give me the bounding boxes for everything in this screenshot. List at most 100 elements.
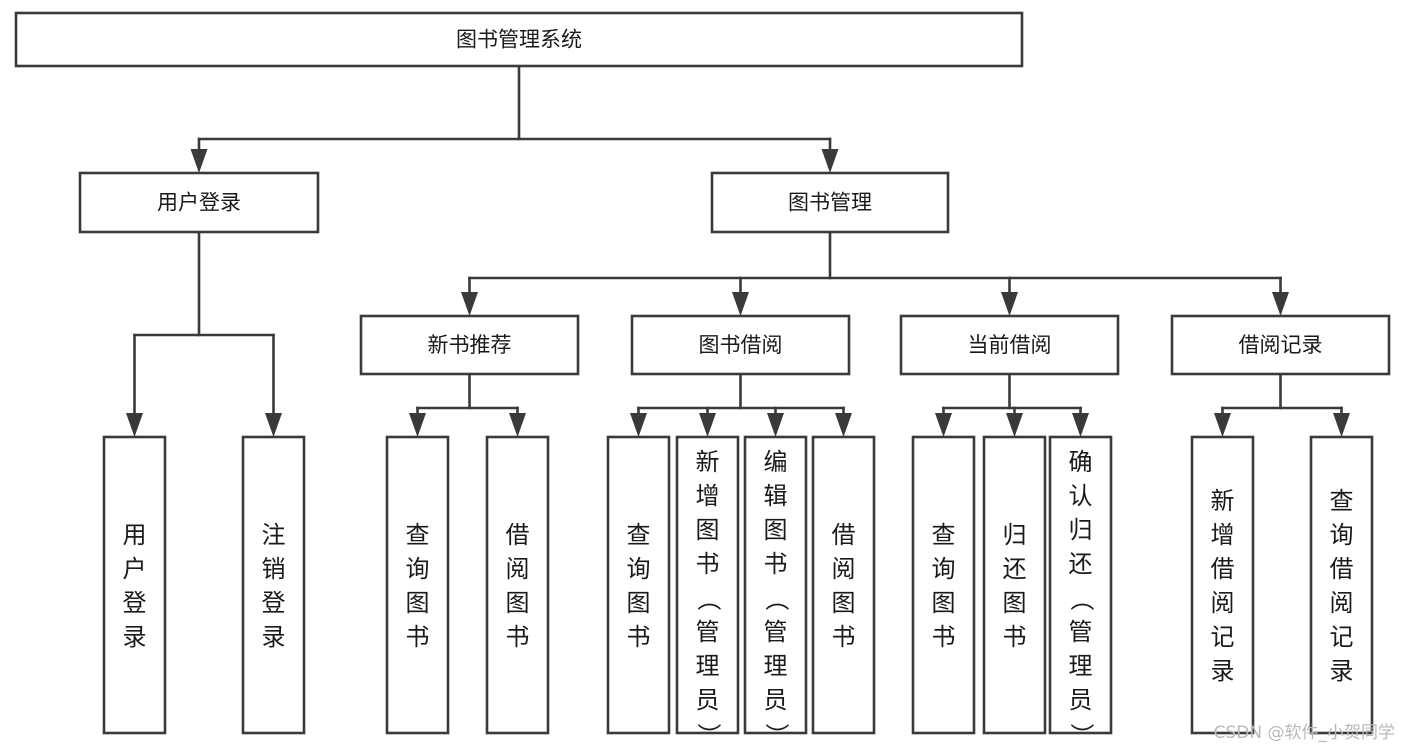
node-label-char: 查 (932, 521, 956, 549)
node-box[interactable] (78, 171, 320, 234)
node-label-char: 借 (1330, 555, 1354, 583)
node-label-char: 阅 (1330, 589, 1354, 617)
node-current-borrow[interactable]: 当前借阅 (899, 314, 1120, 376)
node-box[interactable] (102, 435, 167, 735)
node-label-char: 还 (1069, 550, 1093, 578)
node-label-char: 理 (1069, 652, 1093, 680)
edge-arrowhead (1072, 413, 1089, 437)
node-label-char: 询 (406, 555, 430, 583)
node-box[interactable] (911, 435, 976, 735)
node-label-char: 管 (1069, 618, 1093, 646)
node-label-char: 管 (696, 618, 720, 646)
node-box[interactable] (1309, 435, 1374, 735)
node-label-char: 图 (627, 589, 651, 617)
node-box[interactable] (359, 314, 580, 376)
edge-arrowhead (509, 413, 526, 437)
node-label-char: 新 (696, 448, 720, 476)
edge-group (126, 230, 282, 437)
node-box[interactable] (1048, 435, 1113, 735)
node-label-char: 理 (764, 652, 788, 680)
edge-arrowhead (630, 413, 647, 437)
node-label-char: 阅 (1211, 589, 1235, 617)
node-box[interactable] (385, 435, 450, 735)
node-book-borrow[interactable]: 图书借阅 (630, 314, 851, 376)
node-label-char: 员 (764, 686, 788, 714)
node-label-char: ） (695, 723, 723, 747)
node-leaf-user-login[interactable]: 用户登录 (102, 435, 167, 735)
node-label: 当前借阅 (968, 333, 1052, 357)
node-label-char: （ (1068, 587, 1096, 611)
node-label-char: 记 (1330, 623, 1354, 651)
node-new-book-rec[interactable]: 新书推荐 (359, 314, 580, 376)
node-label-char: 录 (1211, 657, 1235, 685)
node-label-char: 借 (832, 521, 856, 549)
node-root[interactable]: 图书管理系统 (14, 11, 1024, 68)
node-box[interactable] (1170, 314, 1391, 376)
node-box[interactable] (606, 435, 671, 735)
node-label-char: 询 (627, 555, 651, 583)
node-box[interactable] (675, 435, 740, 735)
node-label-char: 书 (627, 623, 651, 651)
node-label-char: 录 (262, 623, 286, 651)
node-box[interactable] (899, 314, 1120, 376)
node-label-char: 书 (832, 623, 856, 651)
node-label-char: 归 (1003, 521, 1027, 549)
node-box[interactable] (630, 314, 851, 376)
edge-arrowhead (821, 149, 839, 173)
edge-arrowhead (409, 413, 426, 437)
node-box[interactable] (1190, 435, 1255, 735)
edge-arrowhead (767, 413, 784, 437)
node-label-char: 书 (932, 623, 956, 651)
node-label-char: 管 (764, 618, 788, 646)
node-box[interactable] (485, 435, 550, 735)
edge-arrowhead (1214, 413, 1231, 437)
node-label-char: 询 (932, 555, 956, 583)
edge-group (409, 372, 526, 437)
node-box[interactable] (710, 171, 950, 234)
node-label-char: 辑 (764, 482, 788, 510)
node-label-char: 用 (123, 521, 147, 549)
node-label: 新书推荐 (428, 333, 512, 357)
node-borrow-record[interactable]: 借阅记录 (1170, 314, 1391, 376)
node-label-char: 书 (1003, 623, 1027, 651)
node-box[interactable] (241, 435, 306, 735)
node-box[interactable] (14, 11, 1024, 68)
node-label-char: 确 (1069, 448, 1093, 476)
edge-arrowhead (461, 292, 478, 316)
edge-arrowhead (265, 413, 282, 437)
node-label-char: ） (763, 723, 791, 747)
node-label-char: 借 (1211, 555, 1235, 583)
edge-arrowhead (732, 292, 749, 316)
node-label-char: 记 (1211, 623, 1235, 651)
node-label-char: 户 (123, 555, 147, 583)
node-label-char: 还 (1003, 555, 1027, 583)
node-label-char: 编 (764, 448, 788, 476)
node-box[interactable] (743, 435, 808, 735)
edge-group (630, 372, 852, 437)
edge-arrowhead (1001, 292, 1018, 316)
node-label-char: 销 (262, 555, 286, 583)
edge-arrowhead (190, 149, 208, 173)
node-user-login[interactable]: 用户登录 (78, 171, 320, 234)
node-book-manage[interactable]: 图书管理 (710, 171, 950, 234)
node-box[interactable] (982, 435, 1047, 735)
node-label-char: 查 (627, 521, 651, 549)
node-label: 图书借阅 (699, 333, 783, 357)
node-box[interactable] (811, 435, 876, 735)
node-label-char: 注 (262, 521, 286, 549)
edge-arrowhead (935, 413, 952, 437)
